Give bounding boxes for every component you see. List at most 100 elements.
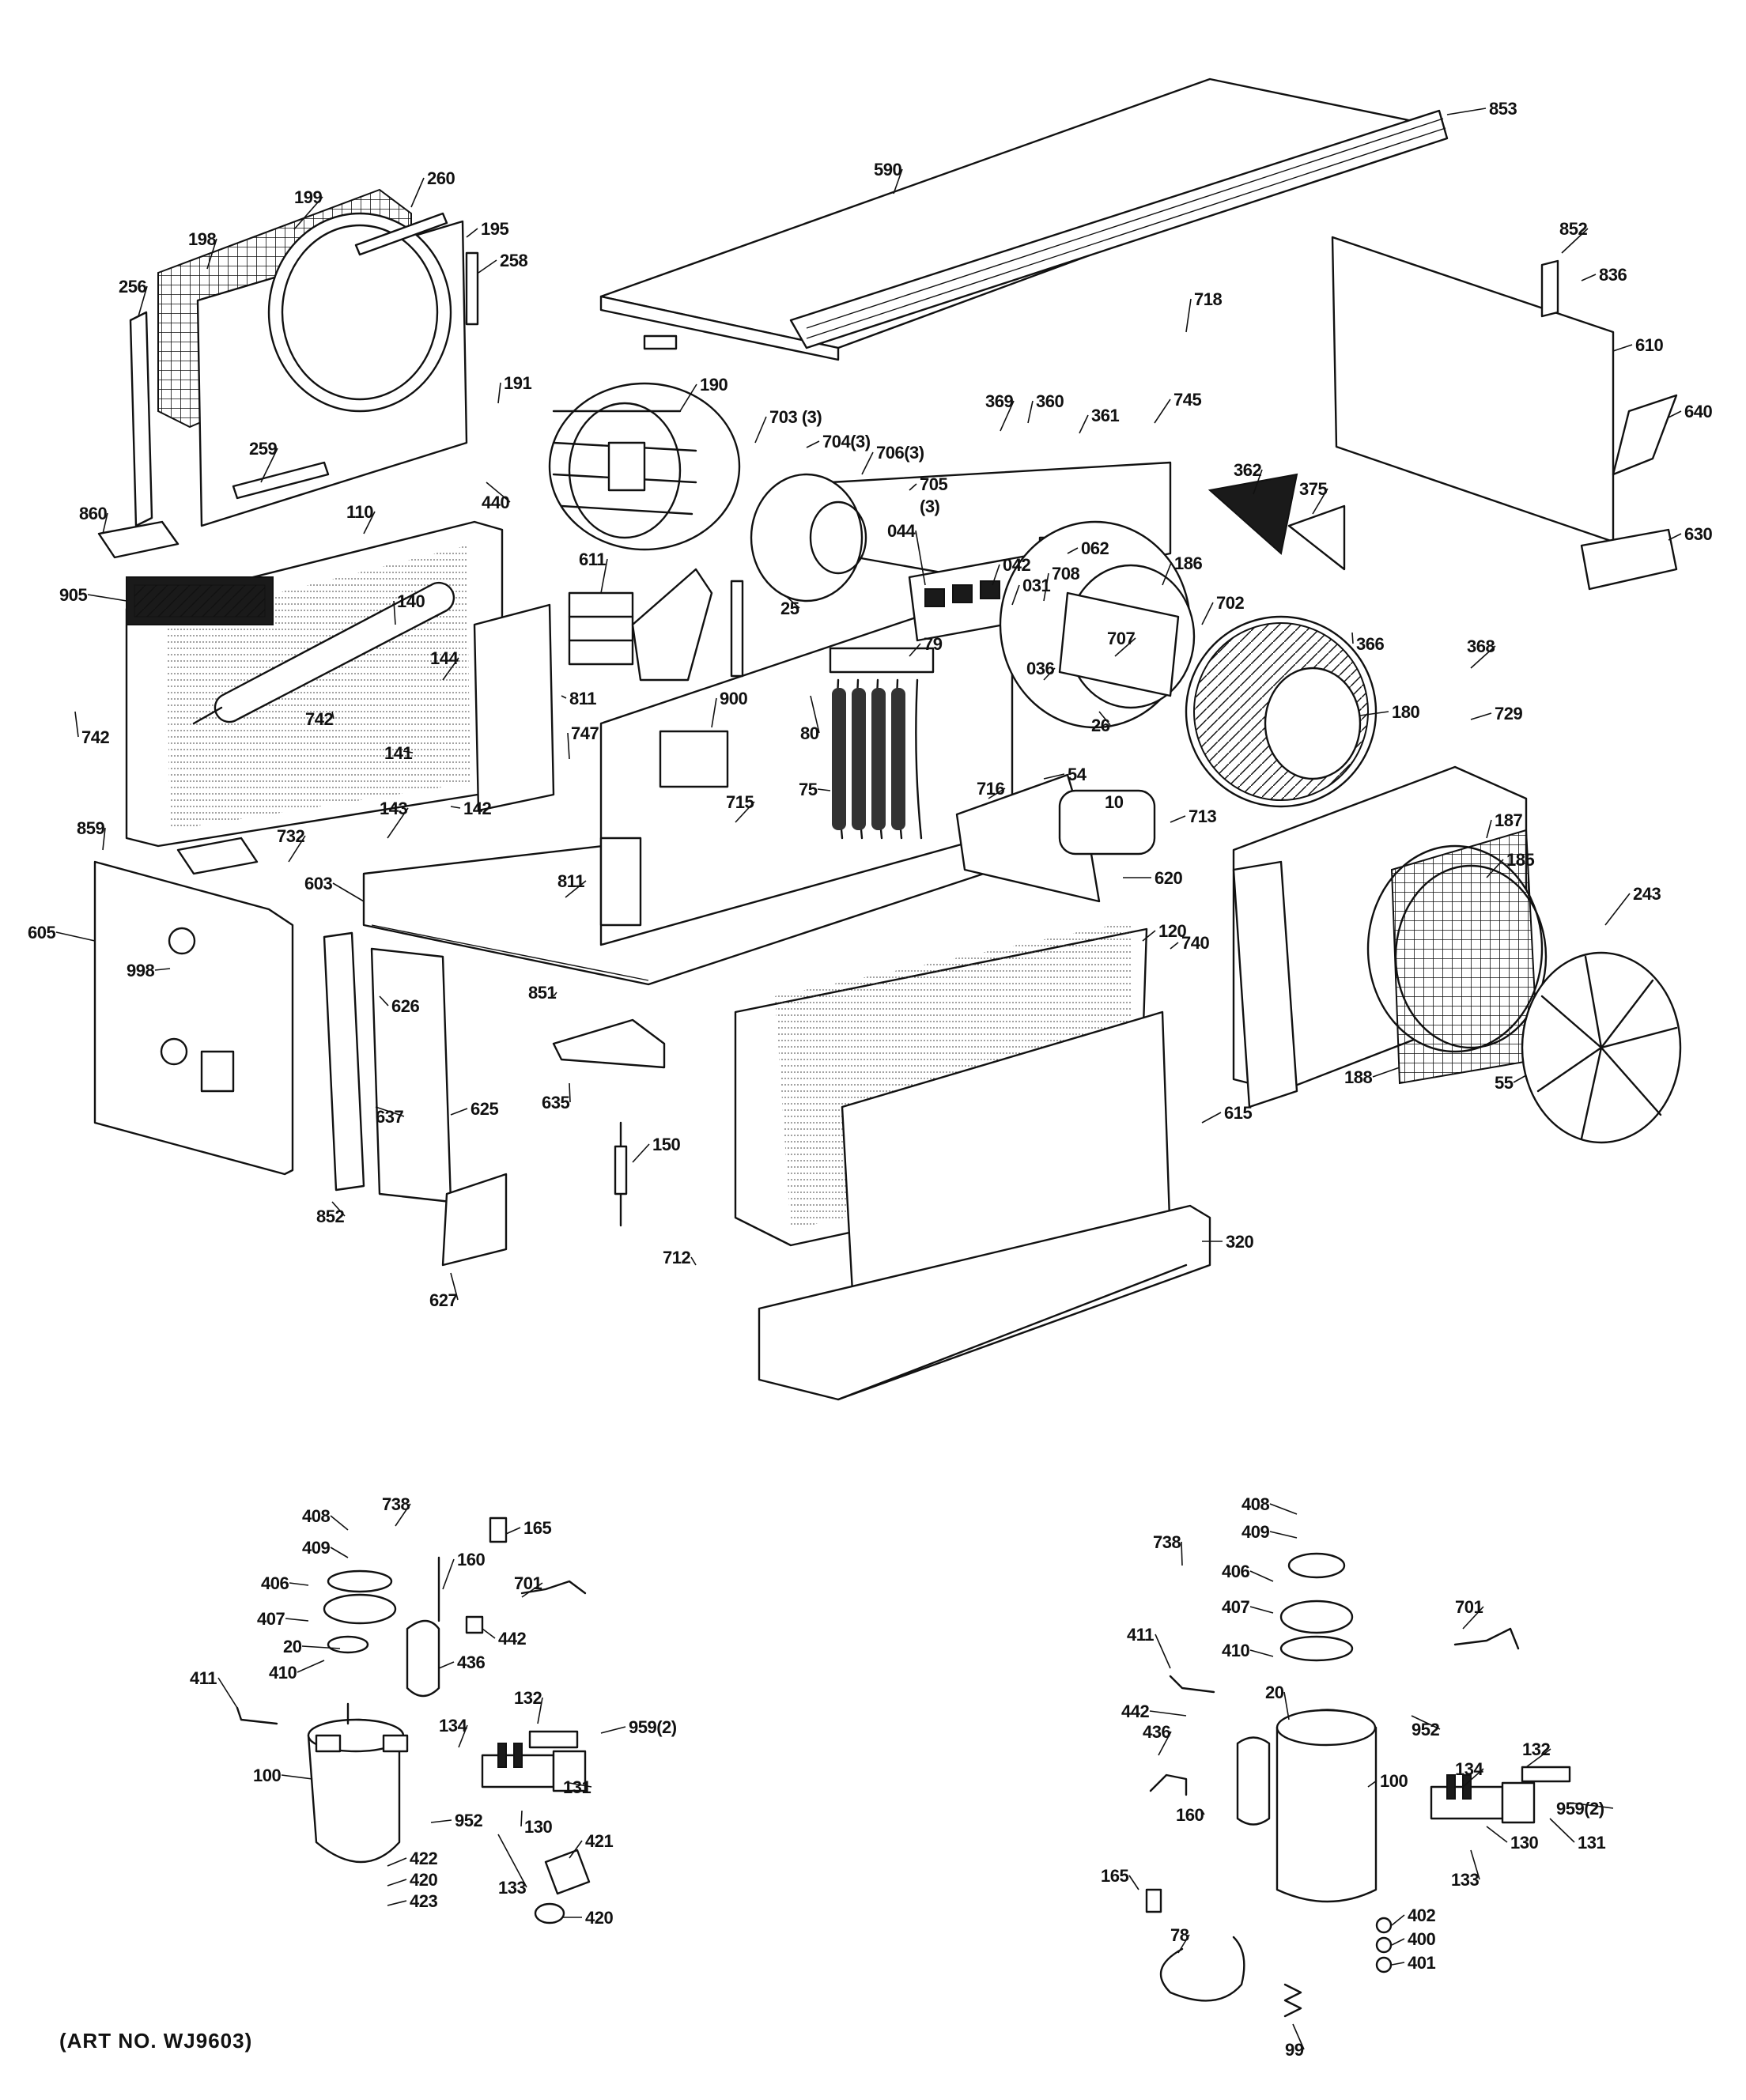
leader-line-p144 [442, 657, 459, 681]
leader-line-p704 [806, 440, 820, 448]
part-label-p603: 603 [304, 874, 332, 893]
leader-line-p361 [1079, 414, 1089, 434]
part-label-p185: 185 [1506, 850, 1534, 870]
leader-line-p605 [55, 931, 96, 942]
part-label-p640: 640 [1684, 402, 1712, 421]
part-label-L406: 406 [261, 1573, 289, 1593]
leader-line-R401 [1391, 1962, 1405, 1966]
leader-line-p852a [1561, 228, 1589, 254]
leader-line-R132 [1525, 1748, 1551, 1768]
leader-line-p702 [1201, 602, 1214, 625]
part-label-p860: 860 [79, 504, 107, 523]
leader-line-p742b [74, 711, 79, 738]
leader-lines [55, 108, 1682, 2050]
leader-line-p625 [450, 1108, 468, 1116]
part-label-R20: 20 [1265, 1683, 1284, 1702]
leader-line-L423 [387, 1900, 407, 1906]
leader-line-p198 [206, 238, 217, 270]
leader-line-p611 [600, 558, 608, 594]
part-label-p620: 620 [1155, 868, 1182, 888]
leader-line-L410 [297, 1660, 325, 1673]
part-label-L20: 20 [283, 1637, 302, 1656]
leader-line-p375 [1312, 488, 1328, 515]
leader-line-p180 [1359, 711, 1389, 716]
part-label-p360: 360 [1036, 391, 1064, 411]
leader-line-R134 [1462, 1768, 1484, 1788]
part-label-p745: 745 [1173, 390, 1201, 410]
leader-line-L959 [600, 1726, 626, 1734]
leader-line-p366 [1351, 632, 1354, 644]
leader-line-p191 [497, 382, 501, 404]
part-label-p140: 140 [397, 591, 425, 611]
part-label-p75: 75 [799, 780, 818, 799]
part-label-p150: 150 [652, 1135, 680, 1154]
leader-line-p25 [786, 596, 800, 609]
part-label-p900: 900 [720, 689, 747, 708]
leader-line-p258 [478, 259, 497, 274]
part-label-L959: 959(2) [629, 1717, 677, 1737]
leader-line-p703 [754, 416, 767, 444]
part-label-p713: 713 [1189, 806, 1216, 826]
part-label-L131: 131 [563, 1777, 591, 1797]
leader-line-L952 [430, 1819, 452, 1823]
part-label-p55: 55 [1495, 1073, 1514, 1093]
part-label-R131: 131 [1578, 1833, 1605, 1853]
leader-line-p740 [1170, 942, 1179, 950]
part-label-R160: 160 [1176, 1805, 1204, 1825]
leader-line-R738 [1181, 1541, 1183, 1566]
part-label-p859: 859 [77, 818, 104, 838]
leader-line-p747 [567, 732, 570, 760]
part-label-p186: 186 [1174, 553, 1202, 573]
leader-line-R100 [1367, 1780, 1378, 1788]
part-label-R436: 436 [1143, 1722, 1170, 1742]
part-label-p258: 258 [500, 251, 527, 270]
part-label-L160: 160 [457, 1550, 485, 1569]
leader-line-p742a [331, 711, 334, 720]
leader-line-p626 [379, 995, 389, 1007]
condenser-shroud-195 [196, 212, 479, 527]
leader-line-L421 [569, 1840, 583, 1859]
part-label-p706: 706(3) [876, 443, 924, 463]
leader-line-R99 [1292, 2023, 1305, 2050]
leader-line-p630 [1668, 533, 1682, 541]
leader-line-p590 [893, 168, 903, 195]
leader-line-L160 [442, 1558, 455, 1590]
part-label-p320: 320 [1226, 1232, 1253, 1252]
leader-line-p627 [450, 1272, 459, 1301]
leader-line-p637 [375, 1106, 405, 1117]
leader-line-p440 [486, 482, 511, 503]
thermostat-150 [614, 1121, 628, 1227]
leader-line-p186 [1162, 562, 1172, 586]
part-label-L100: 100 [253, 1766, 281, 1785]
leader-line-R436 [1158, 1731, 1172, 1756]
leader-line-L130 [520, 1810, 523, 1827]
part-label-p366: 366 [1356, 634, 1384, 654]
leader-line-p708 [1043, 572, 1049, 602]
leader-line-L436 [438, 1661, 455, 1669]
support-626 [323, 931, 452, 1203]
compressor-assembly-right [1145, 1552, 1571, 2018]
part-label-L436: 436 [457, 1652, 485, 1672]
leader-line-p635 [569, 1082, 571, 1103]
part-label-p062: 062 [1081, 538, 1109, 558]
leader-line-p707 [1114, 637, 1136, 657]
part-label-R100: 100 [1380, 1771, 1408, 1791]
part-label-R134: 134 [1455, 1759, 1483, 1779]
part-label-L420a: 420 [410, 1870, 437, 1890]
bracket-256 [129, 311, 153, 527]
leader-line-R409 [1269, 1531, 1298, 1539]
part-label-p260: 260 [427, 168, 455, 188]
leader-line-R411 [1155, 1634, 1171, 1669]
part-label-p716: 716 [977, 779, 1004, 799]
leader-line-p811b [565, 880, 587, 898]
leader-line-p852b [331, 1201, 346, 1217]
part-label-p905: 905 [59, 585, 87, 605]
leader-line-p256 [138, 285, 148, 317]
leader-line-p55 [1513, 1075, 1527, 1083]
leader-line-L420a [387, 1879, 407, 1887]
part-label-L411: 411 [190, 1668, 217, 1688]
heater-coils-75 [829, 647, 935, 840]
leader-line-R701 [1462, 1606, 1484, 1630]
part-label-L165: 165 [523, 1518, 551, 1538]
